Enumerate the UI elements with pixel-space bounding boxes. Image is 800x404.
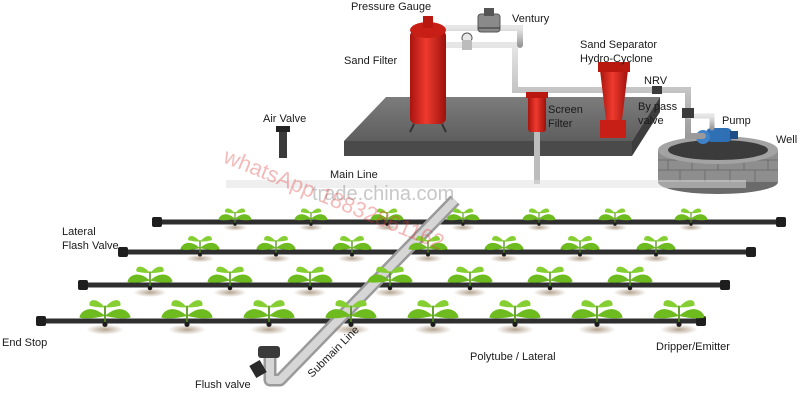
end-stops	[36, 217, 786, 326]
plant	[653, 300, 705, 335]
label-screen-1: Screen	[548, 104, 583, 116]
label-pump: Pump	[722, 115, 751, 127]
air-valve	[276, 126, 290, 158]
plant	[325, 300, 377, 335]
label-flush-valve: Flush valve	[195, 379, 251, 391]
hydrocyclone	[598, 62, 630, 138]
plant	[367, 266, 413, 297]
plant	[607, 266, 653, 297]
watermark-site: trade.china.com	[312, 183, 454, 205]
flush-valve	[249, 346, 280, 379]
label-main-line: Main Line	[330, 169, 378, 181]
label-sand-separator: Sand Separator	[580, 39, 657, 51]
main-line	[226, 180, 746, 188]
submain-line	[263, 195, 460, 387]
plant	[287, 266, 333, 297]
screen-filter	[526, 92, 548, 184]
plant-rows	[79, 208, 708, 335]
pressure-gauge-icon	[461, 32, 473, 50]
plant	[79, 300, 131, 335]
plant	[522, 208, 556, 231]
label-dripper: Dripper/Emitter	[656, 341, 730, 353]
plant	[256, 236, 296, 263]
label-nrv: NRV	[644, 75, 668, 87]
lateral-lines	[41, 219, 781, 324]
nrv-valve	[652, 86, 662, 94]
label-flash-valve: Flash Valve	[62, 240, 119, 252]
label-sand-filter: Sand Filter	[344, 55, 398, 67]
sand-filter-tank	[409, 16, 447, 133]
plant	[447, 266, 493, 297]
plant	[243, 300, 295, 335]
label-lateral: Lateral	[62, 226, 96, 238]
plant	[560, 236, 600, 263]
venturi-injector	[477, 8, 501, 33]
label-polytube: Polytube / Lateral	[470, 351, 556, 363]
plant	[674, 208, 708, 231]
plant	[636, 236, 676, 263]
label-venturi: Ventury	[512, 13, 550, 25]
plant	[407, 300, 459, 335]
label-air-valve: Air Valve	[263, 113, 306, 125]
label-pressure-gauge: Pressure Gauge	[351, 1, 431, 13]
plant	[218, 208, 252, 231]
plant	[207, 266, 253, 297]
plant	[180, 236, 220, 263]
label-end-stop: End Stop	[2, 337, 47, 349]
plant	[161, 300, 213, 335]
plant	[127, 266, 173, 297]
plant	[332, 236, 372, 263]
label-bypass-1: By pass	[638, 101, 678, 113]
plant	[408, 236, 448, 263]
label-bypass-2: valve	[638, 115, 664, 127]
plant	[484, 236, 524, 263]
plant	[527, 266, 573, 297]
bypass-valve	[682, 108, 694, 118]
plant	[294, 208, 328, 231]
label-screen-2: Filter	[548, 118, 573, 130]
plant	[571, 300, 623, 335]
plant	[370, 208, 404, 231]
plant	[446, 208, 480, 231]
label-hydrocyclone: Hydro-Cyclone	[580, 53, 653, 65]
plant	[598, 208, 632, 231]
plant	[489, 300, 541, 335]
label-well: Well	[776, 134, 797, 146]
